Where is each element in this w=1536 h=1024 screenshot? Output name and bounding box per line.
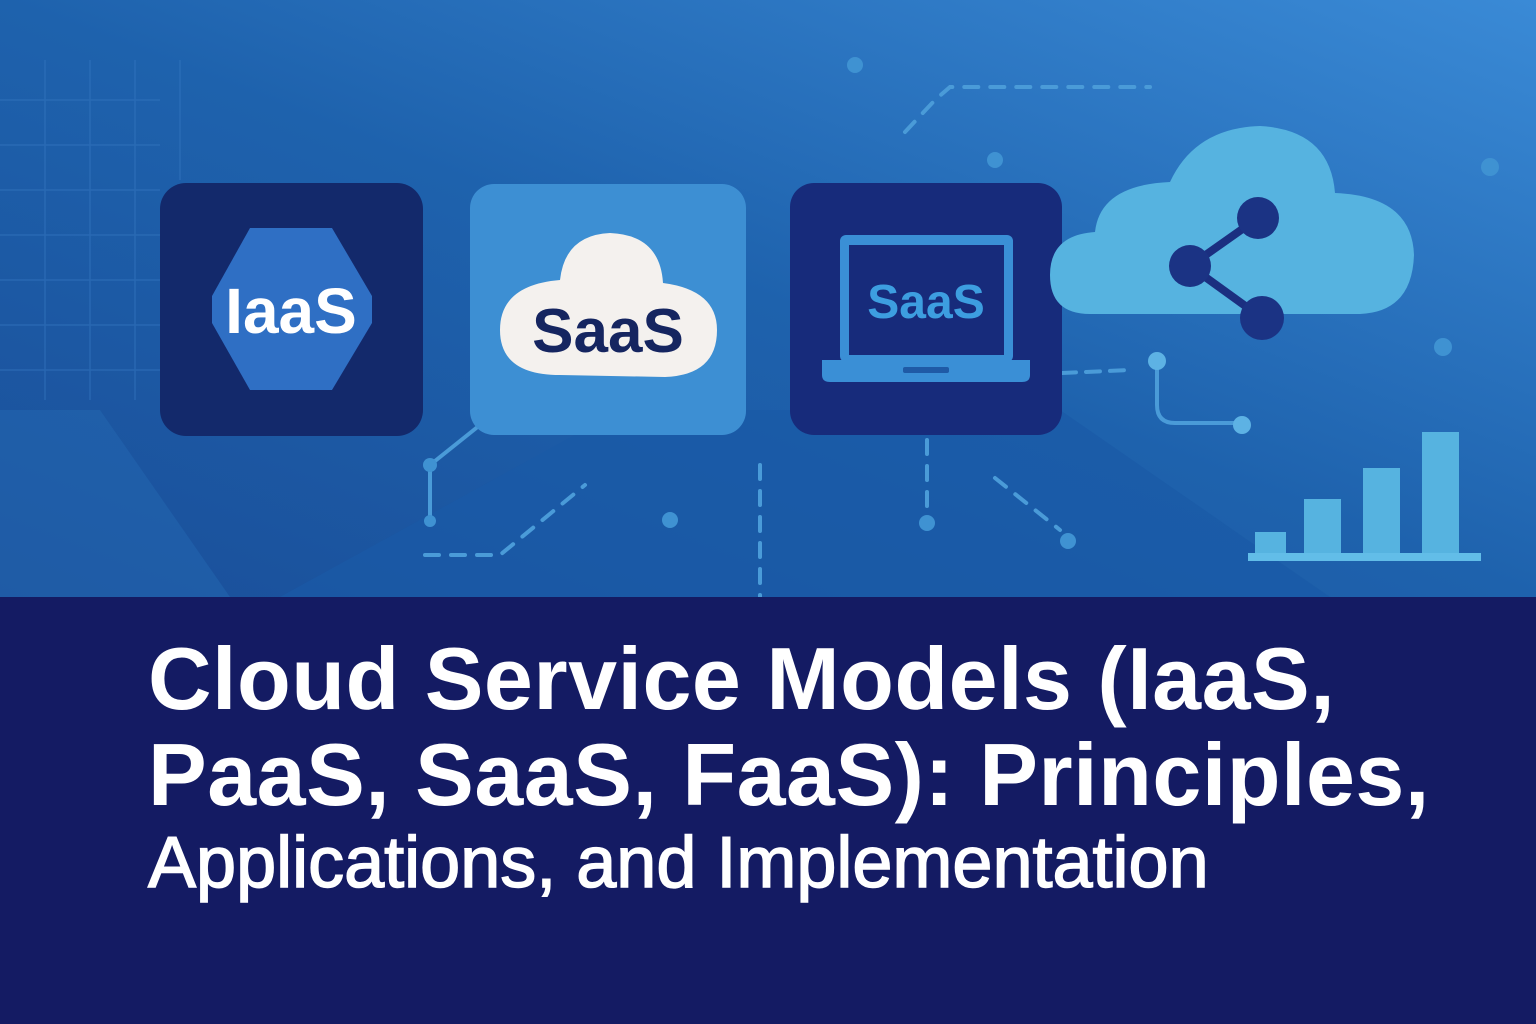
saas-laptop-card: SaaS (790, 183, 1062, 435)
iaas-label: IaaS (225, 275, 357, 347)
saas-cloud-card: SaaS (470, 184, 746, 435)
laptop-icon (822, 235, 1030, 382)
cloud-share-icon (1050, 126, 1414, 340)
title-line-1: Cloud Service Models (IaaS, (148, 629, 1336, 728)
iaas-card: IaaS (160, 183, 423, 436)
floor-shape (280, 410, 1330, 597)
title-line-2: PaaS, SaaS, FaaS): Principles, (148, 725, 1430, 824)
connector-lines (423, 85, 1242, 597)
grid-pattern (0, 60, 181, 400)
title-line-3: Applications, and Implementation (147, 822, 1209, 904)
hero-illustration: IaaS SaaS SaaS (0, 0, 1536, 597)
cloud-icon (500, 233, 717, 377)
saas-cloud-label: SaaS (532, 297, 684, 366)
left-stripe (0, 410, 230, 597)
saas-laptop-label: SaaS (867, 276, 984, 329)
bar-chart-icon (1248, 432, 1481, 561)
octagon-icon (212, 228, 372, 390)
connector-dots (423, 57, 1499, 549)
title-banner (0, 597, 1536, 1024)
